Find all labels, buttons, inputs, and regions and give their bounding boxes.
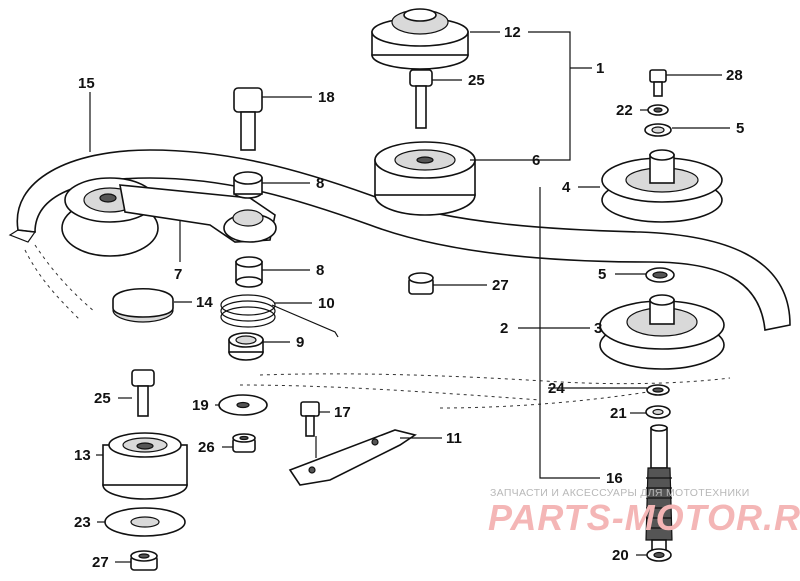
callout-16: 16: [606, 470, 623, 487]
callout-27-lower: 27: [92, 554, 109, 571]
callout-21: 21: [610, 405, 627, 422]
pulley-4: [601, 149, 723, 223]
callout-26: 26: [198, 439, 215, 456]
callout-14: 14: [196, 294, 213, 311]
callout-28: 28: [726, 67, 743, 84]
bolt-28: [649, 69, 667, 97]
pulley-3: [599, 294, 725, 370]
washer-24: [646, 384, 670, 396]
spring-10: [220, 294, 339, 338]
callout-20: 20: [612, 547, 629, 564]
callout-23: 23: [74, 514, 91, 531]
bolt-17: [300, 401, 320, 437]
callout-19: 19: [192, 397, 209, 414]
callout-7: 7: [174, 266, 182, 283]
blade-11: [288, 429, 417, 486]
washer-23: [104, 507, 186, 537]
spindle-shaft-16: [645, 424, 673, 551]
washer-5-upper: [644, 123, 672, 137]
callout-24: 24: [548, 380, 565, 397]
callout-25-upper: 25: [468, 72, 485, 89]
idler-arm-assembly: [61, 177, 277, 257]
callout-1: 1: [596, 60, 604, 77]
watermark-brand: PARTS-MOTOR.RU: [488, 497, 800, 538]
bushing-8-lower: [235, 256, 263, 288]
callout-12: 12: [504, 24, 521, 41]
callout-labels: 1 2 3 4 5 5 6 7 8 8 9 10 11 12 13 14 15 …: [74, 24, 744, 571]
leader-lines: [89, 31, 730, 563]
callout-25-lower: 25: [94, 390, 111, 407]
callout-8-lower: 8: [316, 262, 324, 279]
callout-9: 9: [296, 334, 304, 351]
callout-22: 22: [616, 102, 633, 119]
watermark: ЗАПЧАСТИ И АКСЕССУАРЫ ДЛЯ МОТОТЕХНИКИ PA…: [488, 487, 800, 538]
bushing-8-upper: [233, 171, 263, 199]
callout-17: 17: [334, 404, 351, 421]
cap-14: [112, 287, 174, 323]
callout-5-upper: 5: [736, 120, 744, 137]
watermark-tagline: ЗАПЧАСТИ И АКСЕССУАРЫ ДЛЯ МОТОТЕХНИКИ: [490, 487, 750, 499]
callout-15: 15: [78, 75, 95, 92]
housing-13: [102, 432, 188, 500]
washer-22: [647, 104, 669, 116]
collar-9: [228, 332, 264, 361]
callout-4: 4: [562, 179, 571, 196]
callout-10: 10: [318, 295, 335, 312]
nut-20: [646, 548, 672, 562]
callout-18: 18: [318, 89, 335, 106]
callout-13: 13: [74, 447, 91, 464]
nut-26: [232, 433, 256, 453]
pulley-6: [374, 141, 476, 216]
nut-27-lower: [130, 550, 158, 571]
bolt-25-upper: [409, 69, 433, 129]
callout-3: 3: [594, 320, 602, 337]
callout-11: 11: [446, 430, 462, 447]
nut-27-middle: [408, 272, 434, 295]
washer-5-lower: [645, 267, 675, 283]
callout-2: 2: [500, 320, 508, 337]
washer-19: [218, 394, 268, 416]
pulley-12: [371, 8, 469, 70]
callout-8-upper: 8: [316, 175, 324, 192]
callout-6: 6: [532, 152, 540, 169]
drive-belt: [8, 149, 791, 409]
washer-21: [645, 405, 671, 419]
bolt-18: [233, 87, 263, 151]
callout-27-middle: 27: [492, 277, 509, 294]
callout-5-lower: 5: [598, 266, 606, 283]
bolt-25-lower: [131, 369, 155, 417]
